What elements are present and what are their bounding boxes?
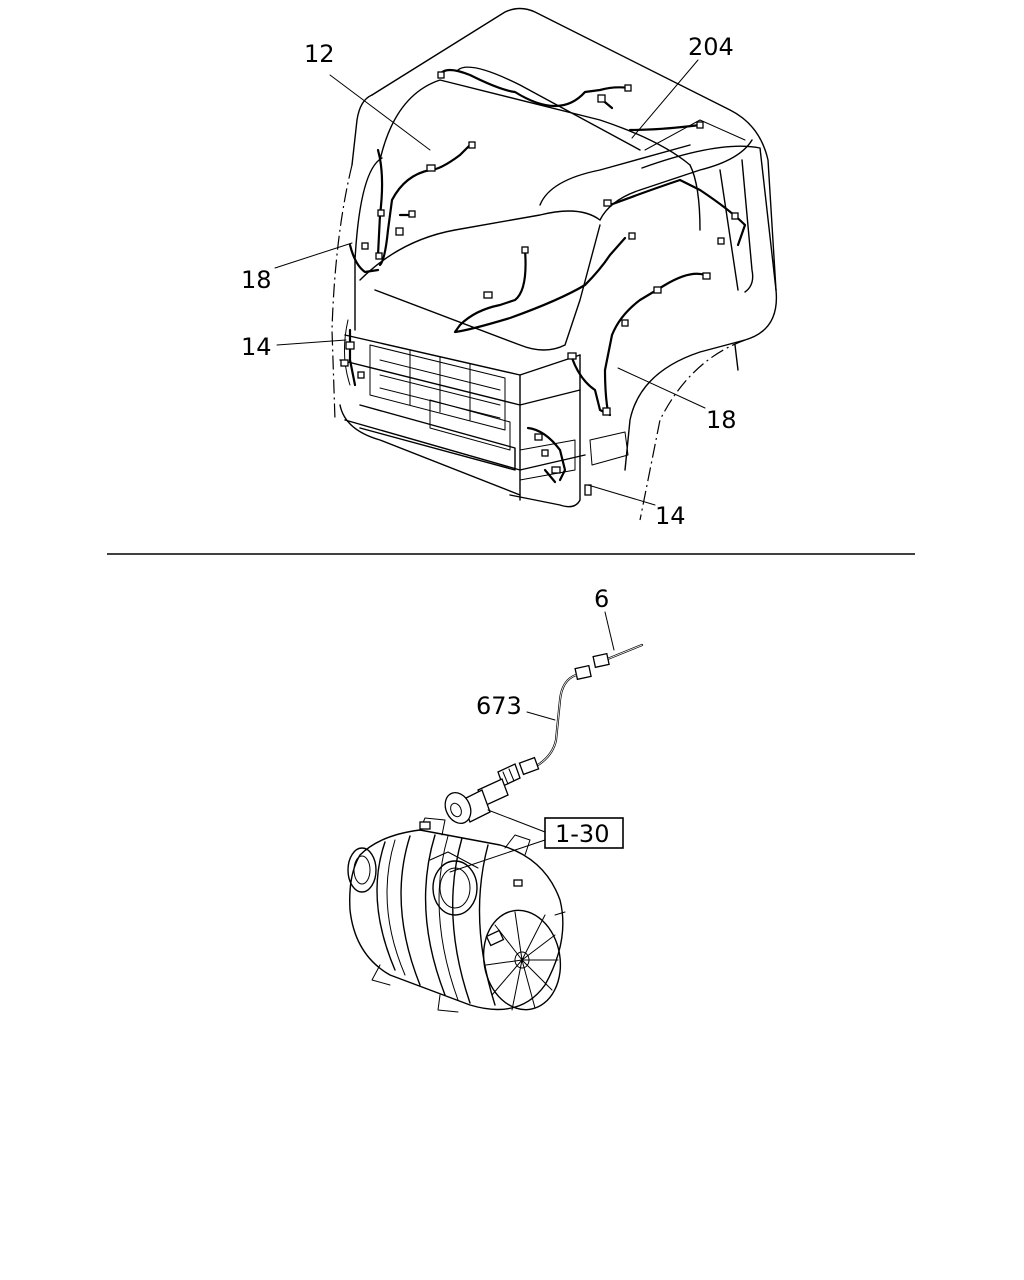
harness-673-illustration xyxy=(444,643,644,825)
leader-lines-upper xyxy=(274,59,706,506)
callout-18-left: 18 xyxy=(241,266,272,294)
cab-wiring-harness xyxy=(348,68,747,484)
callout-18-right: 18 xyxy=(706,406,737,434)
callout-204: 204 xyxy=(688,33,734,61)
callout-14-right: 14 xyxy=(655,502,686,530)
harness-connectors xyxy=(340,71,739,496)
reference-box xyxy=(544,817,624,849)
callout-12: 12 xyxy=(304,40,335,68)
leader-lines-lower xyxy=(449,611,615,873)
callout-14-left: 14 xyxy=(241,333,272,361)
cab-illustration xyxy=(331,7,778,521)
callout-6: 6 xyxy=(594,585,609,613)
callout-673: 673 xyxy=(476,692,522,720)
callout-reference-1-30: 1-30 xyxy=(555,820,609,848)
air-cleaner-illustration xyxy=(347,817,566,1013)
